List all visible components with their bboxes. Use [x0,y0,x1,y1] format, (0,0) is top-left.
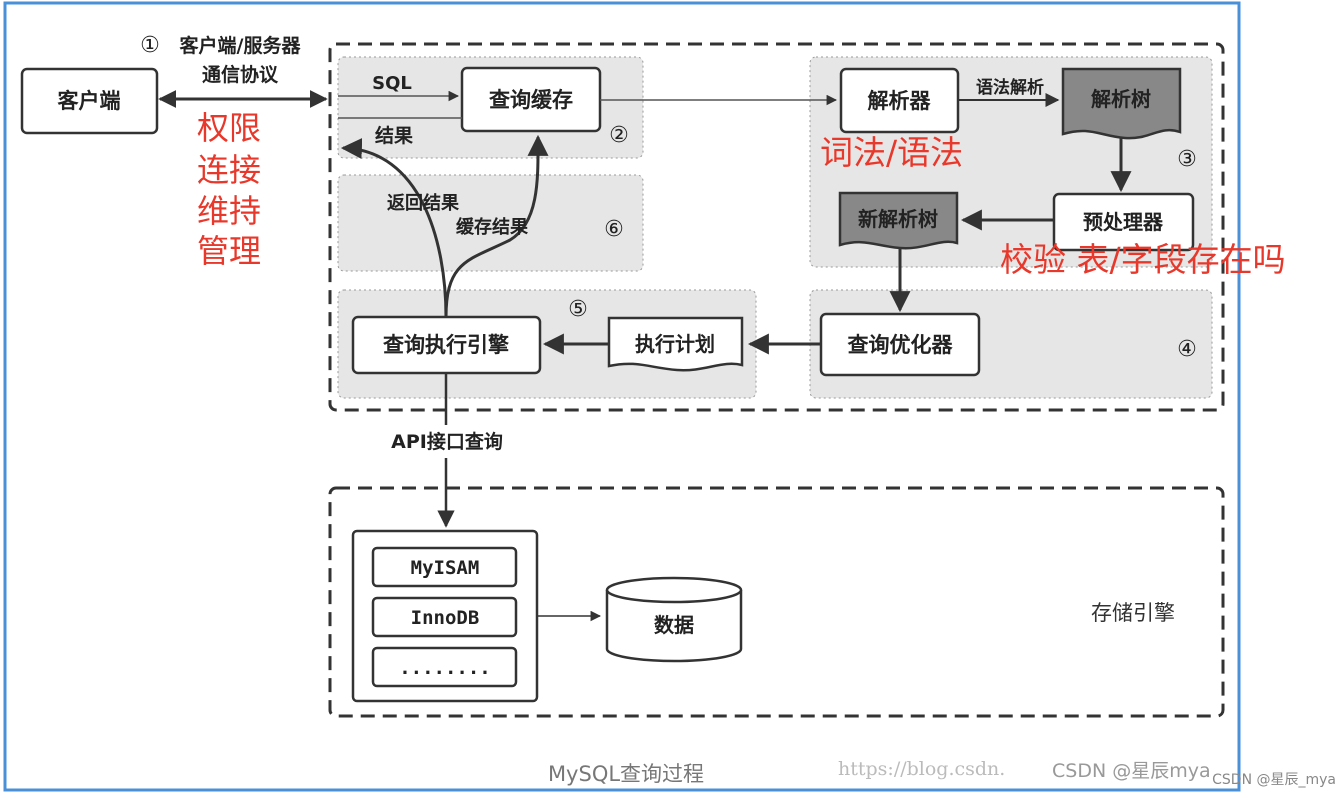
query-cache-label: 查询缓存 [489,88,573,112]
step-6: ⑥ [604,217,624,242]
figure-caption: MySQL查询过程 [548,762,704,786]
annotation-permissions-3: 维持 [197,192,261,230]
step-1: ① [140,33,160,58]
myisam-label: MyISAM [411,557,480,579]
sql-label: SQL [372,73,412,94]
preprocessor-box [1052,192,1195,252]
step-4: ④ [1177,337,1197,362]
innodb-label: InnoDB [411,607,480,629]
query-engine-label: 查询执行引擎 [383,333,509,357]
storage-engine-label: 存储引擎 [1091,601,1175,625]
step-5: ⑤ [568,297,588,322]
more-engines-label: ........ [399,657,491,679]
parse-tree-label: 解析树 [1091,87,1151,111]
execution-plan-shape [607,316,744,372]
client-box [20,67,159,135]
protocol-line1: 客户端/服务器 [180,34,302,57]
protocol-line2: 通信协议 [202,63,279,86]
optimizer-label: 查询优化器 [848,333,954,357]
cache-result-arrow [444,134,549,318]
api-query-label: API接口查询 [391,430,503,453]
parse-tree-shape [1061,67,1182,140]
return-panel [337,174,644,272]
annotation-check-table-field: 校验 表/字段存在吗 [1000,240,1286,279]
data-cylinder [605,576,743,663]
client-label: 客户端 [58,89,121,113]
step-2: ② [609,123,629,148]
preprocessor-label: 预处理器 [1083,210,1164,234]
more-engines-box [371,646,518,688]
result-label: 结果 [375,124,413,147]
return-result-label: 返回结果 [387,192,460,214]
myisam-box [371,546,518,588]
step-3: ③ [1177,147,1197,172]
parser-label: 解析器 [868,89,932,113]
annotation-permissions-2: 连接 [197,151,261,189]
innodb-box [371,596,518,638]
cache-result-label: 缓存结果 [456,216,529,238]
watermark-csdn-corner: CSDN @星辰_mya [1212,772,1336,788]
watermark-blog-url: https://blog.csdn. [838,758,1005,780]
execution-plan-label: 执行计划 [635,332,715,356]
server-layer [328,42,1225,412]
annotation-lexical-syntax: 词法/语法 [820,133,963,172]
new-parse-tree-label: 新解析树 [858,207,938,231]
watermark-csdn-center: CSDN @星辰mya [1052,760,1211,782]
storage-layer [328,486,1225,718]
syntax-parse-label: 语法解析 [976,77,1044,98]
data-label: 数据 [654,613,694,637]
annotation-permissions-1: 权限 [197,109,261,147]
annotation-permissions-4: 管理 [197,232,261,270]
return-result-arrow [340,138,448,318]
